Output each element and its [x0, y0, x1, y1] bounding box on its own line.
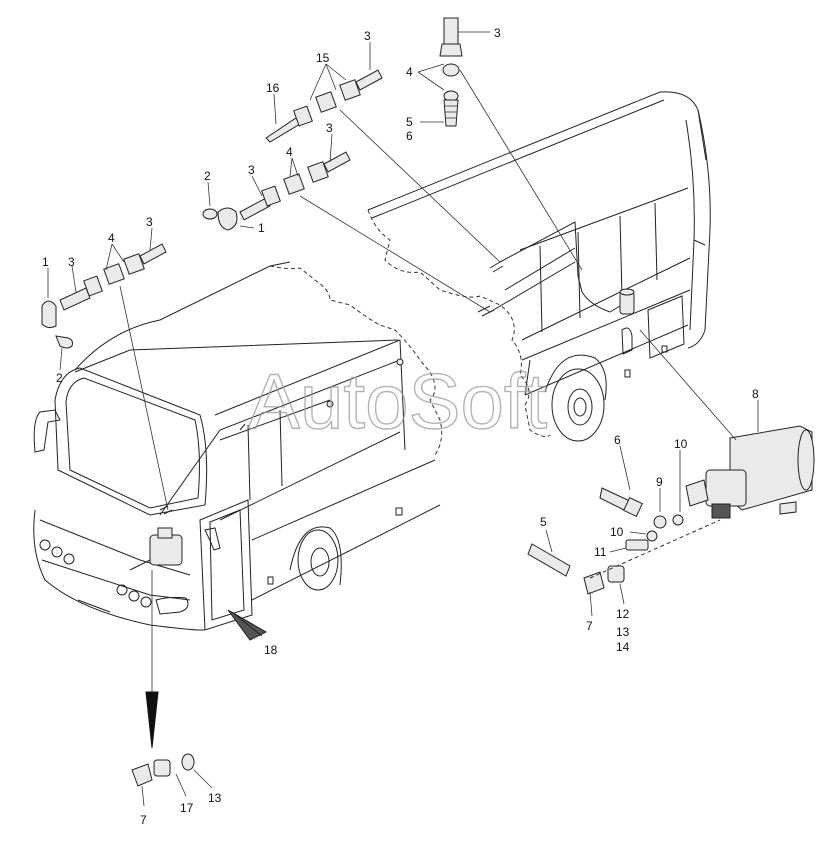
callout-label: 13: [208, 791, 222, 805]
front-bus-drawing: [33, 261, 443, 631]
callout-label: 8: [752, 387, 759, 401]
callout-label: 5: [406, 115, 413, 129]
callout-label: 13: [616, 625, 630, 639]
callout-label: 3: [494, 26, 501, 40]
callout-label: 3: [68, 255, 75, 269]
callout-label: 4: [286, 145, 293, 159]
callout-label: 17: [180, 801, 194, 815]
callout-label: 4: [406, 65, 413, 79]
callout-label: 15: [316, 51, 330, 65]
callout-label: 2: [204, 169, 211, 183]
callout-label: 2: [56, 371, 63, 385]
callout-label: 6: [406, 129, 413, 143]
callout-label: 14: [616, 640, 630, 654]
part-group-top-middle: [265, 69, 383, 143]
callout-label: 11: [594, 545, 607, 559]
part-group-right: [527, 425, 815, 595]
callout-label: 16: [266, 81, 280, 95]
arrow-18: [227, 609, 268, 641]
callout-label: 9: [656, 475, 663, 489]
callout-label: 1: [258, 221, 265, 235]
callout-label: 6: [614, 433, 621, 447]
callout-label: 3: [248, 163, 255, 177]
leader-lines: [47, 31, 759, 807]
part-group-bottom: [131, 753, 195, 787]
callout-label: 3: [326, 121, 333, 135]
callout-label: 12: [616, 607, 630, 621]
watermark-text: AutoSoft: [248, 357, 548, 445]
callout-label: 3: [364, 29, 371, 43]
part-group-middle: [202, 151, 351, 231]
callout-label: 18: [264, 643, 278, 657]
part-group-left: [41, 243, 167, 349]
callout-label: 3: [146, 215, 153, 229]
callout-label: 10: [674, 437, 688, 451]
callout-label: 7: [140, 813, 147, 827]
rear-bus-drawing: [367, 91, 711, 442]
callout-label: 7: [586, 619, 593, 633]
callout-label: 1: [42, 255, 49, 269]
callout-label: 10: [610, 525, 624, 539]
callout-label: 5: [540, 515, 547, 529]
part-group-top-center: [439, 17, 463, 127]
arrow-down: [145, 570, 159, 749]
callout-label: 4: [108, 231, 115, 245]
